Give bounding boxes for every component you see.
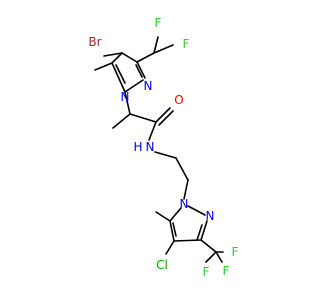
bond — [153, 44, 174, 54]
atom-n-lower-right: N — [206, 209, 215, 223]
molecule-diagram: Br F F N N O N H N N Cl F F F — [88, 16, 238, 279]
atom-cl: Cl — [156, 258, 168, 272]
bond — [148, 121, 157, 141]
atom-br: Br — [88, 35, 101, 49]
bond — [124, 79, 144, 93]
atom-f-lower-2: F — [223, 264, 230, 278]
atom-n-lower-left: N — [180, 197, 189, 211]
bond — [173, 239, 202, 242]
bond — [200, 220, 208, 241]
bond — [172, 222, 177, 237]
bonds — [94, 36, 224, 263]
atom-n-amide: N — [146, 140, 155, 154]
bond — [165, 240, 175, 255]
atom-h-amide: H — [133, 140, 142, 154]
bond — [154, 151, 177, 159]
atom-o: O — [174, 93, 183, 107]
atom-f-lower-3: F — [203, 265, 210, 279]
bond — [155, 107, 171, 123]
atom-n-upper-left: N — [121, 90, 130, 104]
bond — [196, 224, 203, 241]
bond — [215, 251, 223, 263]
atom-n-upper-right: N — [144, 79, 153, 93]
bond — [200, 239, 217, 253]
bond — [205, 251, 217, 263]
bond — [111, 52, 123, 64]
bond — [129, 113, 157, 123]
bond — [136, 61, 146, 79]
bond — [112, 113, 131, 129]
bond — [158, 110, 174, 126]
bond — [155, 211, 171, 222]
bond — [136, 52, 155, 63]
bond — [135, 64, 143, 78]
atom-f-lower-1: F — [232, 245, 239, 259]
bond — [169, 207, 182, 222]
bond — [121, 52, 138, 63]
bond — [175, 157, 189, 181]
bond — [153, 36, 159, 54]
bond — [187, 205, 206, 216]
atom-f-top: F — [155, 16, 162, 30]
bond — [111, 62, 126, 93]
bond — [124, 91, 131, 115]
bond — [103, 52, 123, 57]
bond — [115, 64, 126, 84]
atom-labels: Br F F N N O N H N N Cl F F F — [88, 16, 238, 279]
atom-f-right: F — [183, 37, 190, 51]
bond — [169, 220, 175, 242]
bond — [94, 62, 113, 71]
bond — [183, 179, 189, 200]
